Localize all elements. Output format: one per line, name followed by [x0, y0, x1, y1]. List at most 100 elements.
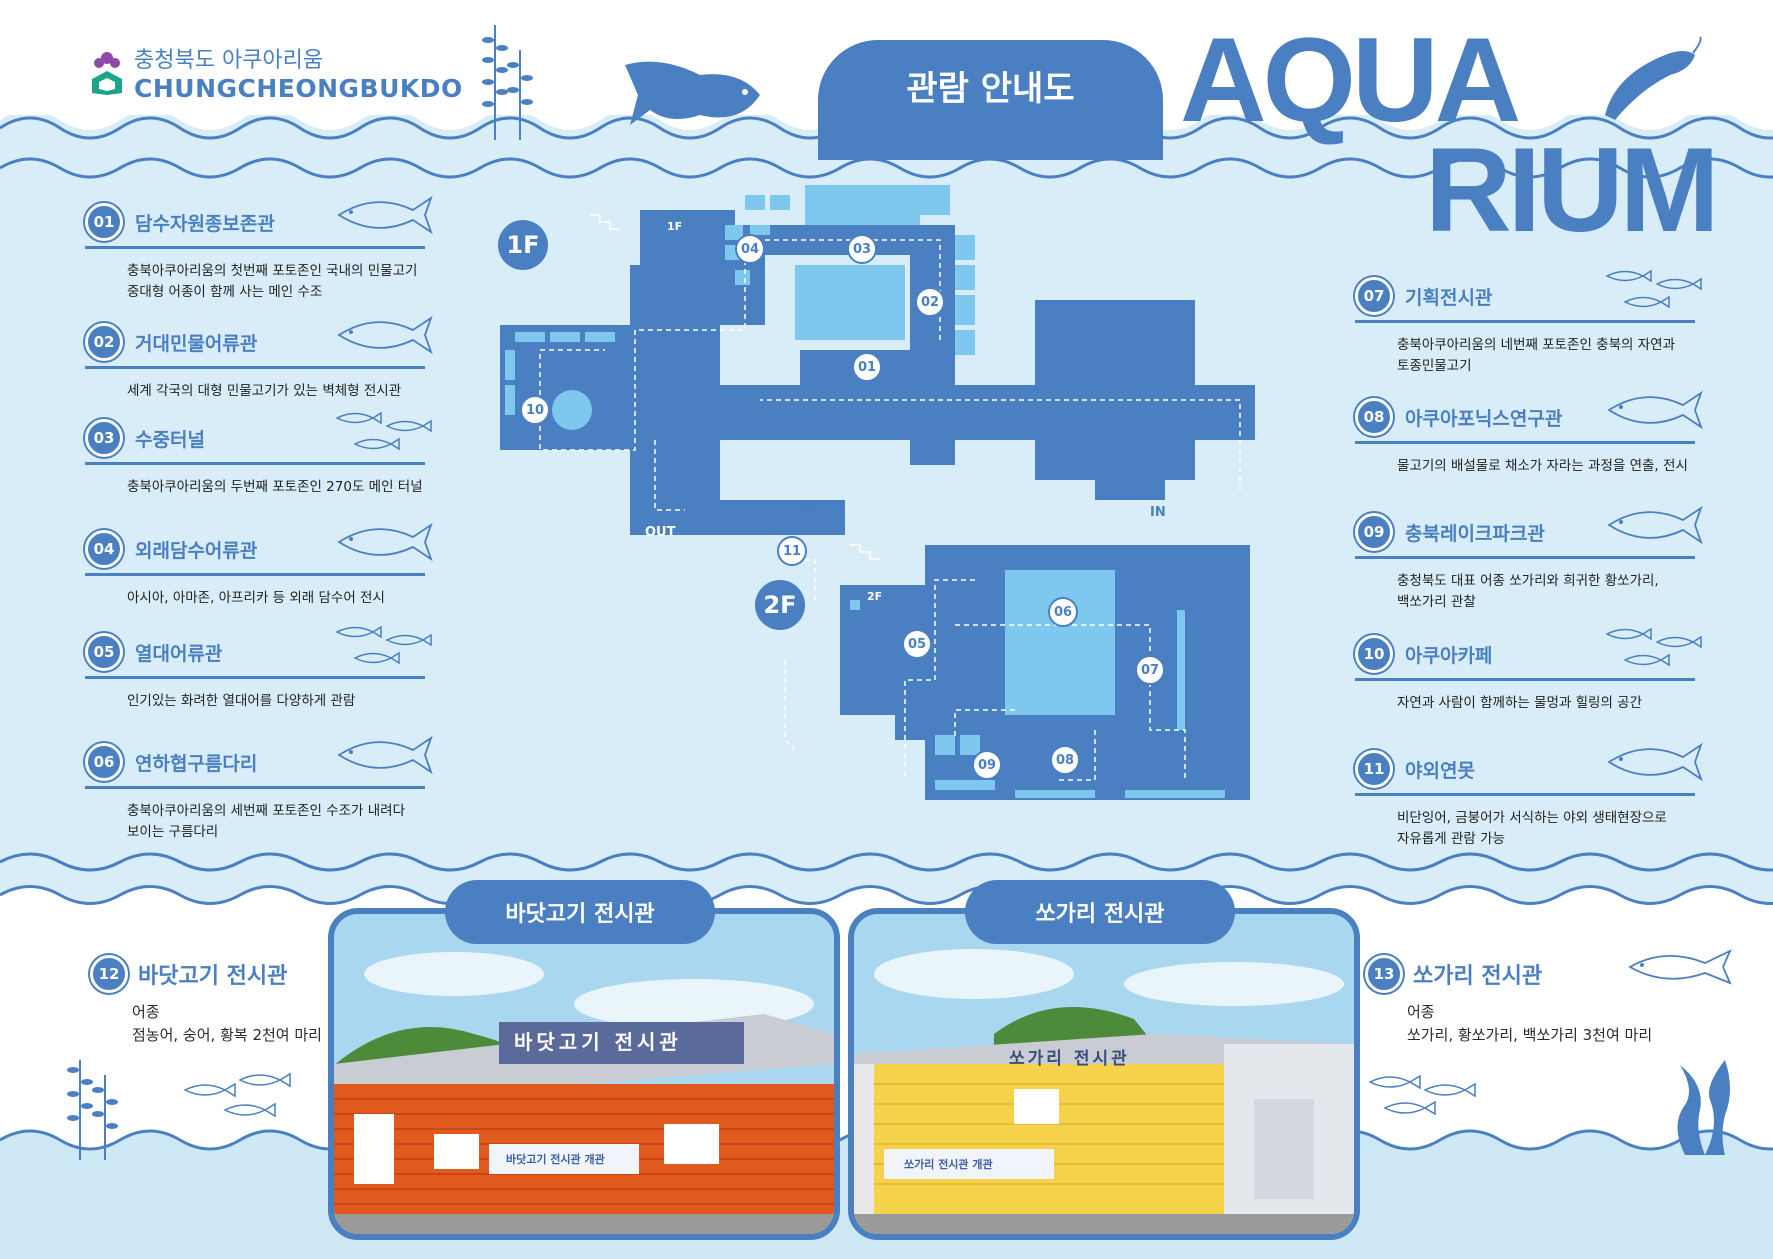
exhibit-header: 08 아쿠아포닉스연구관 — [1355, 393, 1695, 444]
exhibit-header: 07 기획전시관 — [1355, 272, 1695, 323]
entrance-label: IN — [1150, 505, 1166, 520]
seaweed-bottom-left-icon — [67, 1060, 118, 1160]
exhibit-description-line: 충청북도 대표 어종 쏘가리와 희귀한 황쏘가리, — [1397, 573, 1659, 589]
catfish-icon — [1605, 36, 1702, 120]
mandarin-fish-hall-title: 쏘가리 전시관 — [1413, 964, 1543, 989]
exhibit-description-line: 물고기의 배설물로 채소가 자라는 과정을 연출, 전시 — [1397, 458, 1688, 474]
sea-fish-hall-banner: 바닷고기 전시관 개관 — [506, 1153, 605, 1166]
sea-fish-hall-building-image — [334, 914, 834, 1234]
map-marker-07: 07 — [1135, 655, 1165, 685]
exhibit-description: 자연과 사람이 함께하는 물멍과 힐링의 공간 — [1355, 693, 1695, 714]
exhibit-number: 02 — [85, 323, 123, 361]
exhibit-fish-icon — [1605, 627, 1702, 667]
map-marker-10: 10 — [520, 395, 550, 425]
seaweed-decoration-icon — [482, 25, 533, 140]
exhibit-name: 충북레이크파크관 — [1405, 522, 1545, 545]
exhibit-number: 08 — [1355, 398, 1393, 436]
floor-2f-badge: 2F — [755, 580, 805, 630]
exhibit-description-line: 충북아쿠아리움의 네번째 포토존인 충북의 자연과 — [1397, 337, 1675, 353]
outdoor-pond-label: 야외연못 — [752, 504, 819, 525]
floor-map — [500, 185, 1255, 800]
exhibit-header: 10 아쿠아카페 — [1355, 630, 1695, 681]
exhibit-name: 거대민물어류관 — [135, 332, 258, 355]
brand-name-en: CHUNGCHEONGBUKDO — [134, 74, 463, 103]
exhibit-description-line: 보이는 구름다리 — [127, 824, 219, 840]
exhibit-description-line: 아시아, 아마존, 아프리카 등 외래 담수어 전시 — [127, 590, 385, 606]
exhibit-name: 아쿠아포닉스연구관 — [1405, 407, 1563, 430]
exhibit-number: 03 — [85, 419, 123, 457]
exhibit-description-line: 충북아쿠아리움의 세번째 포토존인 수조가 내려다 — [127, 803, 405, 819]
sea-fish-hall-pill: 바닷고기 전시관 — [445, 880, 715, 944]
grouper-fish-icon — [625, 61, 760, 125]
exhibit-description-line: 백쏘가리 관찰 — [1397, 594, 1476, 610]
exhibit-fish-icon — [337, 522, 433, 562]
exhibit-number: 07 — [1355, 277, 1393, 315]
exhibit-number: 09 — [1355, 513, 1393, 551]
mandarin-fish-hall-pill: 쏘가리 전시관 — [965, 880, 1235, 944]
mandarin-fish-hall-number: 13 — [1365, 955, 1403, 993]
exhibit-description-line: 세계 각국의 대형 민물고기가 있는 벽체형 전시관 — [127, 383, 402, 399]
aqua-word-line2: RIUM — [1425, 123, 1720, 257]
mandarin-fish-species-list: 쏘가리, 황쏘가리, 백쏘가리 3천여 마리 — [1407, 1026, 1653, 1044]
stairs-2f-label: 2F — [867, 590, 883, 603]
exhibit-number: 04 — [85, 530, 123, 568]
map-marker-04: 04 — [735, 234, 765, 264]
exhibit-description: 충청북도 대표 어종 쏘가리와 희귀한 황쏘가리, 백쏘가리 관찰 — [1355, 571, 1695, 613]
exhibit-header: 02 거대민물어류관 — [85, 318, 425, 369]
exhibit-number: 01 — [85, 203, 123, 241]
brand-logo: 충청북도 아쿠아리움 CHUNGCHEONGBUKDO — [90, 42, 463, 103]
exhibit-description-line: 토종민물고기 — [1397, 358, 1472, 374]
page-title: 관람 안내도 — [818, 40, 1163, 160]
exhibit-fish-icon — [1607, 742, 1703, 782]
exhibit-fish-icon — [337, 735, 433, 775]
mandarin-fish-hall-sign: 쏘가리 전시관 — [1009, 1049, 1130, 1069]
exhibit-name: 열대어류관 — [135, 642, 223, 665]
aqua-word-line1: AQUA — [1180, 13, 1521, 147]
exhibit-description-line: 충북아쿠아리움의 첫번째 포토존인 국내의 민물고기 — [127, 263, 418, 279]
mandarin-fish-hall-building-image — [854, 914, 1354, 1234]
exhibit-name: 야외연못 — [1405, 759, 1475, 782]
exhibit-header: 09 충북레이크파크관 — [1355, 508, 1695, 559]
exhibit-description: 물고기의 배설물로 채소가 자라는 과정을 연출, 전시 — [1355, 456, 1695, 477]
exhibit-fish-icon — [335, 411, 432, 451]
map-marker-08: 08 — [1050, 745, 1080, 775]
stairs-1f-label: 1F — [667, 220, 683, 233]
kelp-bottom-right-icon — [1677, 1060, 1730, 1155]
exhibit-description-line: 충북아쿠아리움의 두번째 포토존인 270도 메인 터널 — [127, 479, 423, 495]
exit-label: OUT — [645, 525, 676, 540]
exhibit-description-line: 인기있는 화려한 열대어를 다양하게 관람 — [127, 693, 356, 709]
sea-fish-hall-photo: 바닷고기 전시관 바닷고기 전시관 개관 — [328, 908, 840, 1240]
exhibit-number: 06 — [85, 743, 123, 781]
exhibit-name: 아쿠아카페 — [1405, 644, 1493, 667]
exhibit-name: 기획전시관 — [1405, 286, 1493, 309]
exhibit-description-line: 중대형 어종이 함께 사는 메인 수조 — [127, 284, 323, 300]
floor-1f-badge: 1F — [498, 220, 548, 270]
exhibit-description: 충북아쿠아리움의 두번째 포토존인 270도 메인 터널 — [85, 477, 425, 498]
mandarin-fish-hall-banner: 쏘가리 전시관 개관 — [904, 1158, 993, 1171]
exhibit-fish-icon — [1607, 505, 1703, 545]
sea-fish-hall-sign: 바닷고기 전시관 — [514, 1030, 682, 1054]
hexagon-logo-icon — [92, 51, 122, 95]
map-marker-09: 09 — [972, 750, 1002, 780]
mandarin-fish-hall-info: 13 쏘가리 전시관 어종 쏘가리, 황쏘가리, 백쏘가리 3천여 마리 — [1365, 955, 1652, 1047]
exhibit-fish-icon — [335, 625, 432, 665]
exhibit-fish-icon — [1607, 390, 1703, 430]
exhibit-number: 10 — [1355, 635, 1393, 673]
mandarin-fish-species-label: 어종 — [1407, 1003, 1435, 1021]
